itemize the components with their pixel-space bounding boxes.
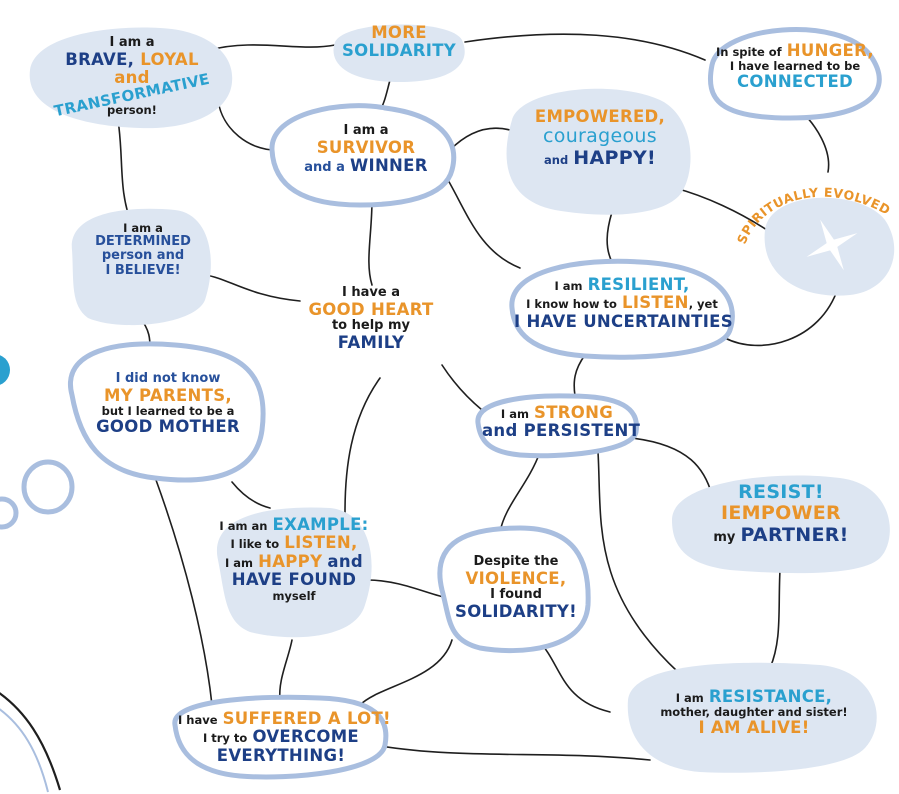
node-text: I know how to LISTEN, yet: [526, 293, 718, 313]
node-text: courageous: [543, 125, 657, 148]
node-text: IEMPOWER: [720, 502, 841, 525]
node-strong-persistent: I am STRONG and PERSISTENT: [482, 403, 641, 441]
left-decorations: [0, 355, 75, 793]
node-empowered-happy: EMPOWERED, courageous and HAPPY!: [520, 107, 680, 169]
node-text: but I learned to be a: [101, 404, 235, 419]
node-resist-empower: RESIST! IEMPOWER my PARTNER!: [686, 481, 876, 546]
node-text: I am a: [343, 123, 389, 138]
node-text: I am STRONG: [500, 403, 614, 422]
node-text: and a WINNER: [304, 156, 428, 176]
compass-star-icon: [806, 219, 858, 271]
node-text: GOOD HEART: [308, 299, 434, 319]
node-text: I am a: [109, 35, 155, 50]
node-violence-solidarity: Despite the VIOLENCE, I found SOLIDARITY…: [448, 554, 584, 621]
node-text: I am RESILIENT,: [554, 275, 690, 294]
node-text: FAMILY: [337, 332, 405, 352]
node-text: BRAVE, LOYAL: [65, 49, 199, 69]
node-text: my PARTNER!: [713, 523, 849, 546]
node-text: EMPOWERED,: [534, 107, 666, 126]
node-text: I AM ALIVE!: [698, 718, 810, 738]
node-text: mother, daughter and sister!: [660, 705, 848, 720]
node-text: Despite the: [473, 554, 559, 569]
node-text: SOLIDARITY!: [455, 601, 577, 621]
node-text: I BELIEVE!: [105, 262, 181, 278]
node-text: I am a: [123, 221, 163, 235]
node-text: I try to OVERCOME: [202, 727, 359, 747]
node-text: myself: [272, 588, 316, 603]
node-text: GOOD MOTHER: [96, 416, 240, 436]
node-text: I have SUFFERED A LOT!: [178, 709, 391, 728]
node-text: In spite of HUNGER,: [715, 41, 874, 60]
node-text: RESIST!: [738, 481, 824, 503]
node-example-found: I am an EXAMPLE: I like to LISTEN, I am …: [218, 515, 370, 603]
node-text: I am an EXAMPLE:: [219, 515, 369, 534]
node-text: person and: [101, 248, 185, 264]
node-hunger-connected: In spite of HUNGER, I have learned to be…: [710, 41, 880, 92]
node-resistance-alive: I am RESISTANCE, mother, daughter and si…: [636, 687, 872, 738]
node-text: to help my: [331, 318, 411, 334]
node-text: and PERSISTENT: [482, 421, 641, 441]
node-text: SURVIVOR: [316, 137, 416, 157]
node-text: I did not know: [115, 371, 221, 386]
node-text: MY PARENTS,: [104, 385, 232, 405]
node-text: I found: [490, 587, 542, 603]
node-text: VIOLENCE,: [465, 568, 567, 588]
node-determined-believe: I am a DETERMINED person and I BELIEVE!: [78, 222, 208, 279]
bubbles: [29, 24, 895, 780]
node-text: EVERYTHING!: [216, 745, 346, 765]
node-text: HAVE FOUND: [231, 570, 357, 590]
connectors: [117, 33, 839, 761]
node-text: I like to LISTEN,: [230, 533, 358, 553]
node-text: I have learned to be: [729, 59, 861, 74]
node-text: I HAVE UNCERTAINTIES: [514, 311, 733, 331]
node-brave-loyal: I am a BRAVE, LOYAL and TRANSFORMATIVE p…: [42, 35, 222, 120]
node-resilient: I am RESILIENT, I know how to LISTEN, ye…: [514, 275, 733, 331]
node-text: SOLIDARITY: [341, 41, 457, 61]
node-text: I have a: [342, 285, 400, 300]
node-survivor-winner: I am a SURVIVOR and a WINNER: [286, 123, 446, 176]
node-text: DETERMINED: [95, 233, 191, 249]
node-text: I am RESISTANCE,: [675, 687, 833, 706]
node-suffered-overcome: I have SUFFERED A LOT! I try to OVERCOME…: [178, 709, 391, 765]
node-more-solidarity: MORE SOLIDARITY: [340, 23, 458, 61]
node-text: I am HAPPY and: [224, 551, 364, 571]
node-text: and HAPPY!: [544, 146, 656, 169]
node-good-heart: I have a GOOD HEART to help my FAMILY: [296, 285, 446, 352]
node-text: MORE: [371, 23, 427, 42]
node-text: CONNECTED: [736, 72, 854, 92]
node-text: and: [114, 68, 150, 88]
node-parents-mother: I did not know MY PARENTS, but I learned…: [80, 371, 256, 436]
node-text: person!: [107, 103, 157, 118]
